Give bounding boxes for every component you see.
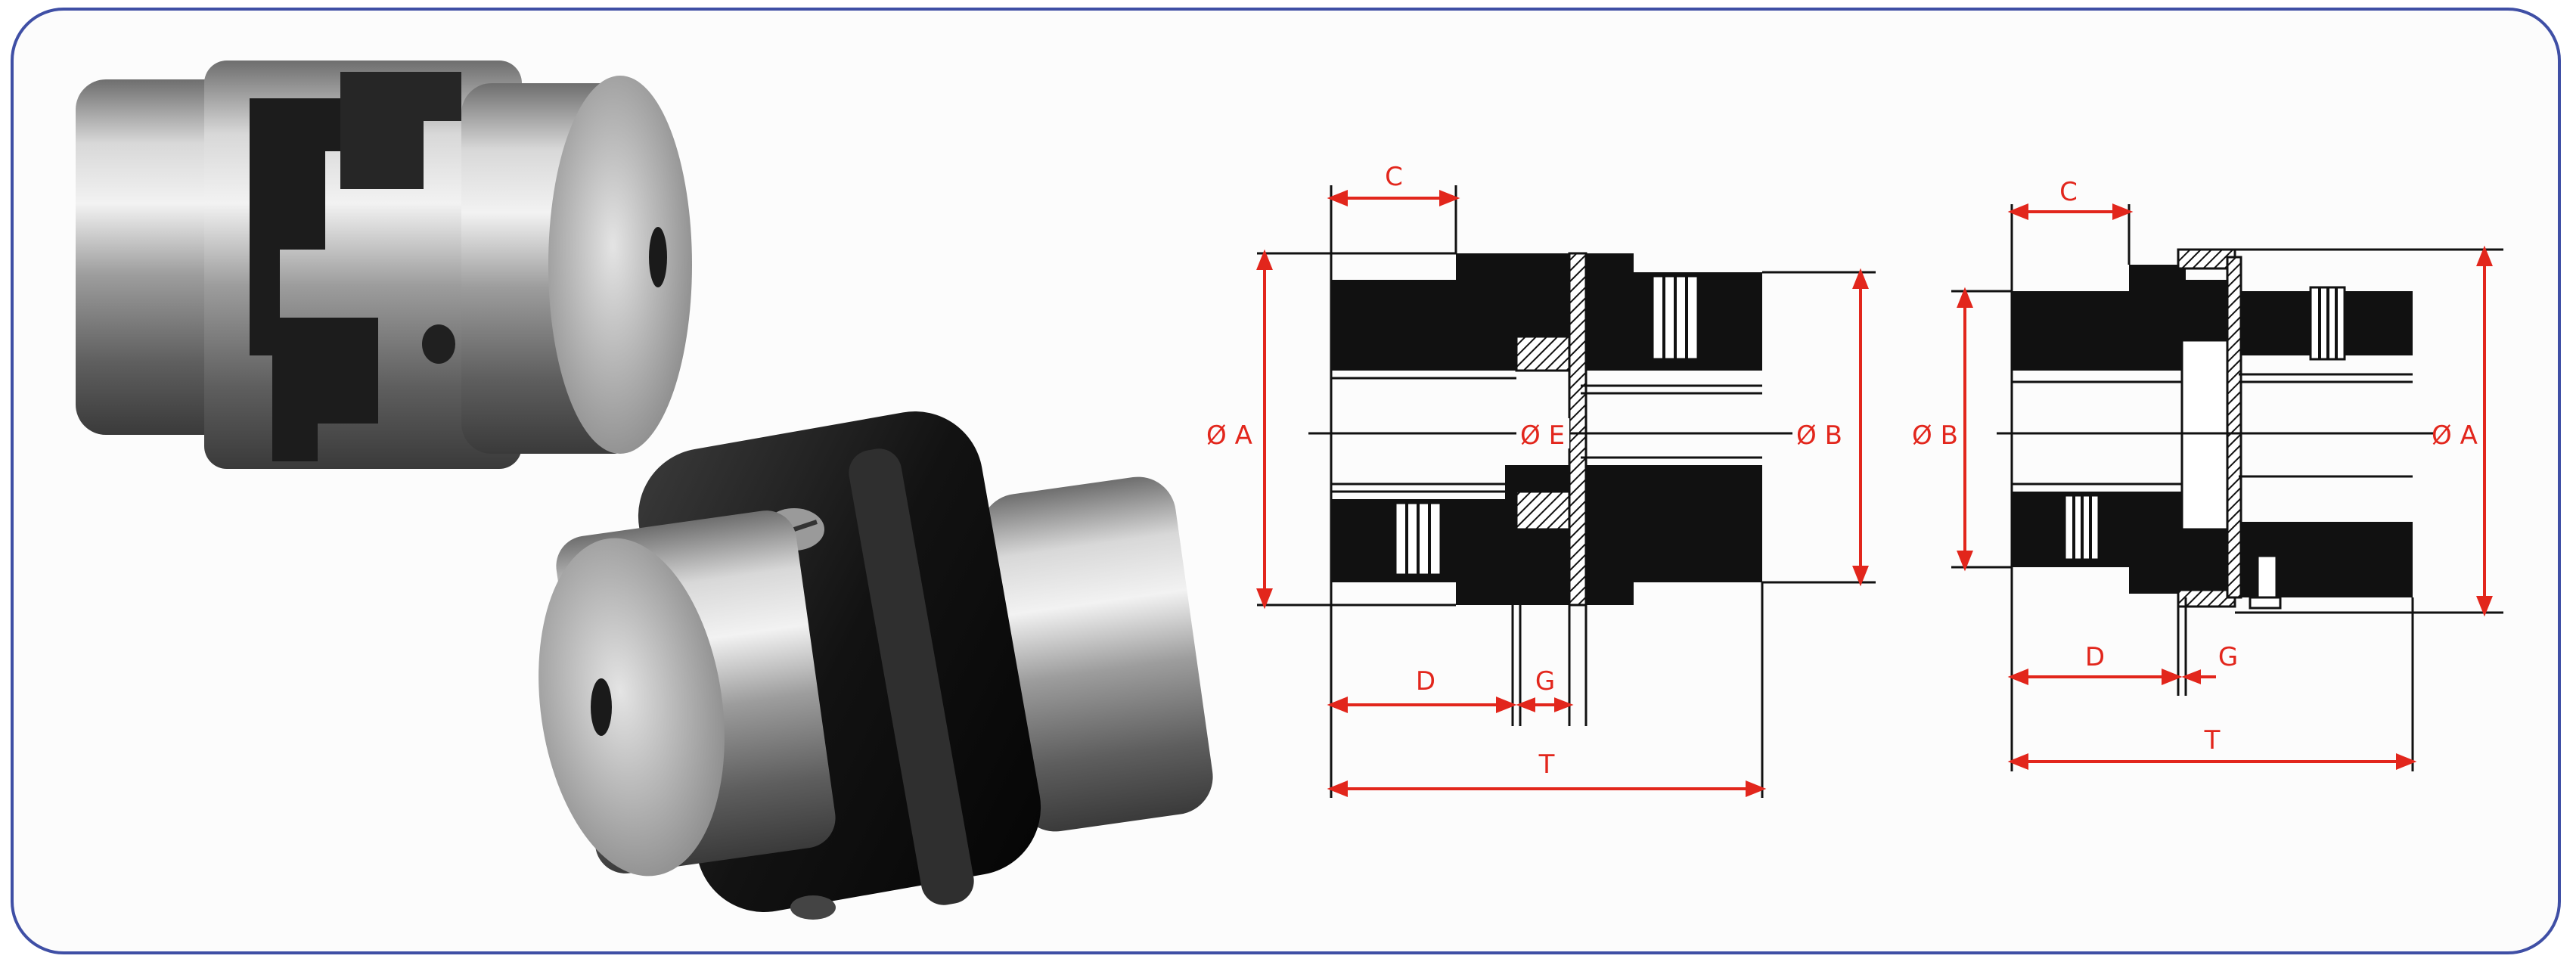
jaw-gap-top [340,72,461,189]
shrouded-coupling-photo [538,411,1213,920]
dim-label-diam-a: Ø A [1206,420,1252,451]
front-bore [591,678,612,736]
dim-label-diam-b: Ø B [1796,420,1842,451]
dim-label-c: C [2059,177,2078,207]
dim-label-diam-b: Ø B [1912,420,1958,451]
dim-label-g: G [2218,642,2238,672]
bore-hole [649,227,667,287]
dim-label-g: G [1535,666,1555,697]
jaw-gap [250,98,393,461]
dim-label-d: D [2085,642,2105,672]
front-face [538,538,725,877]
sleeve-ridge [849,448,974,905]
dim-label-d: D [1416,666,1435,697]
bottom-screw [790,895,836,920]
dim-label-diam-a: Ø A [2432,420,2478,451]
jaw-coupling-photo [76,61,692,469]
dim-label-c: C [1385,162,1403,192]
set-screw-hole [422,324,455,364]
dim-label-t: T [2204,725,2221,756]
dim-label-t: T [1538,749,1555,780]
end-face [548,76,692,454]
back-hub [980,476,1213,832]
left-technical-drawing: C Ø A Ø E Ø B D G T [1206,162,1876,798]
right-technical-drawing: C Ø B Ø A D G T [1912,177,2503,771]
dim-label-diam-e: Ø E [1520,420,1565,451]
